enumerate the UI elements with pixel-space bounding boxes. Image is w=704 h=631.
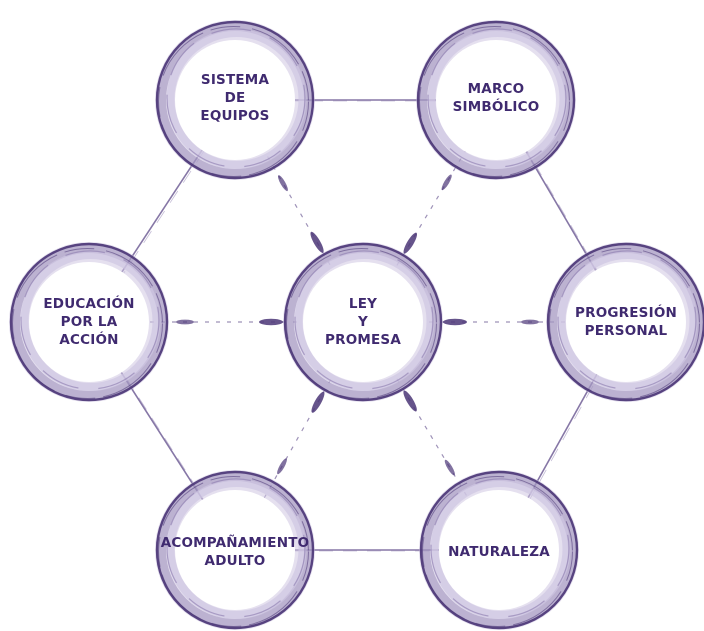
ring-sketch-inner — [166, 478, 306, 618]
ring-sketch — [12, 248, 163, 399]
ring-mid — [420, 471, 578, 629]
ring-outline — [416, 20, 576, 180]
node-label-sistema-de-equipos: SISTEMA DE EQUIPOS — [200, 71, 269, 125]
brush-mark — [521, 319, 539, 325]
label-line: SISTEMA — [200, 72, 270, 88]
ring-fill — [175, 490, 295, 610]
node-circle-marco — [416, 20, 576, 180]
label-line: ADULTO — [204, 553, 266, 569]
brush-mark — [403, 390, 417, 412]
ring-fill — [439, 490, 559, 610]
ring-mid — [10, 243, 168, 401]
ring-outline — [155, 20, 315, 180]
node-circle-ley — [283, 242, 443, 402]
brush-mark — [310, 231, 324, 253]
ring-inner — [166, 479, 307, 619]
ring-sketch-inner — [166, 28, 306, 168]
label-line: LEY — [348, 296, 378, 312]
brush-mark — [443, 318, 467, 326]
ring-sketch-inner — [294, 250, 434, 390]
label-line: SIMBÓLICO — [452, 99, 540, 115]
label-line: ACOMPAÑAMIENTO — [160, 535, 310, 551]
ring-inner — [427, 29, 568, 169]
ring-mid — [284, 243, 442, 401]
brush-mark — [259, 318, 283, 326]
label-line: EQUIPOS — [200, 108, 270, 124]
ring-mid — [547, 243, 704, 401]
ring-sketch — [549, 248, 700, 399]
node-label-marco-simbolico: MARCO SIMBÓLICO — [453, 80, 540, 116]
ring-sketch-inner — [430, 478, 570, 618]
node-label-ley-y-promesa: LEY Y PROMESA — [325, 295, 401, 349]
connector-line-sketch — [497, 100, 629, 324]
ring-sketch-inner — [427, 28, 567, 168]
ring-inner — [20, 251, 161, 391]
label-line: MARCO — [467, 81, 525, 97]
brush-mark — [176, 319, 194, 325]
ring-fill — [436, 40, 556, 160]
label-line: NATURALEZA — [448, 544, 550, 560]
node-circle-educacion — [9, 242, 169, 402]
ring-inner — [430, 479, 571, 619]
brush-mark — [403, 232, 418, 254]
brush-mark — [441, 174, 452, 191]
ring-outline — [546, 242, 704, 402]
ring-mid — [156, 471, 314, 629]
ring-outline — [9, 242, 169, 402]
ring-sketch — [419, 26, 570, 177]
brush-mark — [277, 458, 287, 475]
ring-sketch — [158, 476, 309, 627]
ring-sketch-inner — [20, 250, 160, 390]
label-line: POR LA — [60, 314, 118, 330]
node-label-naturaleza: NATURALEZA — [448, 543, 550, 561]
label-line: ACCIÓN — [59, 332, 119, 348]
label-line: DE — [224, 90, 246, 106]
ring-fill — [175, 40, 295, 160]
node-label-educacion-por-la-accion: EDUCACIÓN POR LA ACCIÓN — [43, 295, 134, 349]
ring-mid — [417, 21, 575, 179]
brush-mark — [311, 391, 325, 413]
ring-sketch — [286, 248, 437, 399]
ring-fill — [29, 262, 149, 382]
node-circle-progresion — [546, 242, 704, 402]
node-circle-naturaleza — [419, 470, 579, 630]
ring-inner — [294, 251, 435, 391]
ring-outline — [419, 470, 579, 630]
node-circle-acompanamiento — [155, 470, 315, 630]
ring-sketch — [158, 26, 309, 177]
circles — [9, 20, 704, 630]
label-line: Y — [358, 314, 368, 330]
ring-mid — [156, 21, 314, 179]
label-line: PROGRESIÓN — [575, 305, 677, 321]
ring-sketch-inner — [557, 250, 697, 390]
label-line: PROMESA — [325, 332, 401, 348]
node-label-acompanamiento-adulto: ACOMPAÑAMIENTO ADULTO — [161, 534, 310, 570]
ring-outline — [283, 242, 443, 402]
ring-fill — [303, 262, 423, 382]
node-circle-sistema — [155, 20, 315, 180]
ring-inner — [557, 251, 698, 391]
label-line: PERSONAL — [584, 323, 668, 339]
ring-inner — [166, 29, 307, 169]
brush-mark — [444, 459, 455, 476]
node-label-progresion-personal: PROGRESIÓN PERSONAL — [575, 304, 677, 340]
ring-sketch — [422, 476, 573, 627]
ring-outline — [155, 470, 315, 630]
brush-mark — [277, 175, 288, 192]
ring-fill — [566, 262, 686, 382]
label-line: EDUCACIÓN — [43, 296, 135, 312]
